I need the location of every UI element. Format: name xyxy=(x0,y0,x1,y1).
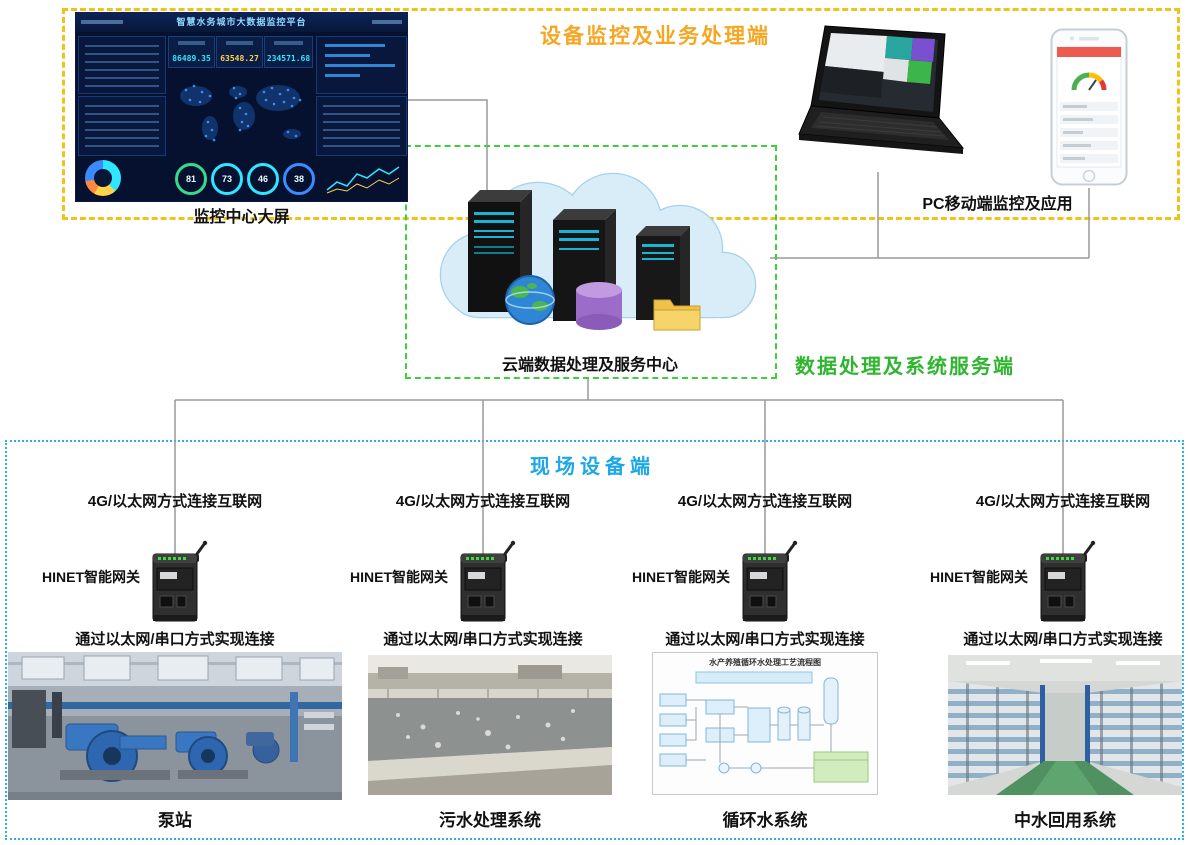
gauge-3: 46 xyxy=(247,163,279,195)
sewage-treatment-photo xyxy=(368,655,612,795)
monitor-zone-title: 设备监控及业务处理端 xyxy=(540,25,770,48)
dashboard-stat-1: 86489.35 xyxy=(168,36,215,68)
pc-mobile-caption: PC移动端监控及应用 xyxy=(922,196,1073,213)
dashboard-header: 智慧水务城市大数据监控平台 xyxy=(75,12,408,32)
line-chart xyxy=(326,166,400,194)
dashboard-caption: 监控中心大屏 xyxy=(193,209,290,226)
system-label-1: 泵站 xyxy=(158,811,192,830)
gateway-device-1 xyxy=(145,540,215,625)
gateway-device-2 xyxy=(453,540,523,625)
dashboard-right-panel-2 xyxy=(316,96,407,156)
gateway-label-1: HINET智能网关 xyxy=(42,569,140,585)
dashboard-datetime-bar xyxy=(81,20,123,24)
gauge-4: 38 xyxy=(283,163,315,195)
reclaimed-water-photo xyxy=(948,655,1182,795)
net-connection-label-1: 4G/以太网方式连接互联网 xyxy=(87,493,263,510)
system-label-2: 污水处理系统 xyxy=(439,811,541,830)
system-label-3: 循环水系统 xyxy=(722,811,808,830)
gateway-device-4 xyxy=(1033,540,1103,625)
net-connection-label-2: 4G/以太网方式连接互联网 xyxy=(395,493,571,510)
gauge-2: 73 xyxy=(211,163,243,195)
dashboard-stat-3: 234571.68 xyxy=(264,36,313,68)
service-zone-frame xyxy=(405,145,777,379)
circulating-water-diagram: 水产养殖循环水处理工艺流程图 xyxy=(652,652,878,795)
conn-method-label-4: 通过以太网/串口方式实现连接 xyxy=(963,631,1163,648)
flow-diagram-title: 水产养殖循环水处理工艺流程图 xyxy=(708,657,821,667)
dashboard-stat-2: 63548.27 xyxy=(216,36,263,68)
laptop-image xyxy=(798,25,965,154)
gateway-label-4: HINET智能网关 xyxy=(930,569,1028,585)
cloud-servers-image xyxy=(439,172,757,331)
system-label-4: 中水回用系统 xyxy=(1014,811,1116,830)
monitor-center-dashboard: 智慧水务城市大数据监控平台 86489.35 63548.27 234571.6… xyxy=(75,12,408,202)
field-zone-frame xyxy=(5,440,1184,840)
dashboard-right-panel-1 xyxy=(316,36,407,94)
gauge-1: 81 xyxy=(175,163,207,195)
field-zone-title: 现场设备端 xyxy=(530,456,655,478)
dashboard-left-panel-1 xyxy=(78,36,166,94)
conn-method-label-1: 通过以太网/串口方式实现连接 xyxy=(75,631,275,648)
conn-method-label-3: 通过以太网/串口方式实现连接 xyxy=(665,631,865,648)
world-map xyxy=(180,84,302,142)
net-connection-label-4: 4G/以太网方式连接互联网 xyxy=(975,493,1151,510)
pump-station-photo xyxy=(8,652,342,800)
phone-image xyxy=(1050,28,1128,186)
gateway-label-2: HINET智能网关 xyxy=(350,569,448,585)
dashboard-left-panel-2 xyxy=(78,96,166,156)
service-zone-title: 数据处理及系统服务端 xyxy=(795,356,1015,378)
dashboard-title: 智慧水务城市大数据监控平台 xyxy=(176,17,307,27)
conn-method-label-2: 通过以太网/串口方式实现连接 xyxy=(383,631,583,648)
net-connection-label-3: 4G/以太网方式连接互联网 xyxy=(677,493,853,510)
dashboard-header-icons xyxy=(372,20,402,24)
cloud-caption: 云端数据处理及服务中心 xyxy=(501,357,678,374)
gateway-device-3 xyxy=(735,540,805,625)
donut-chart xyxy=(85,160,121,196)
gateway-label-3: HINET智能网关 xyxy=(632,569,730,585)
